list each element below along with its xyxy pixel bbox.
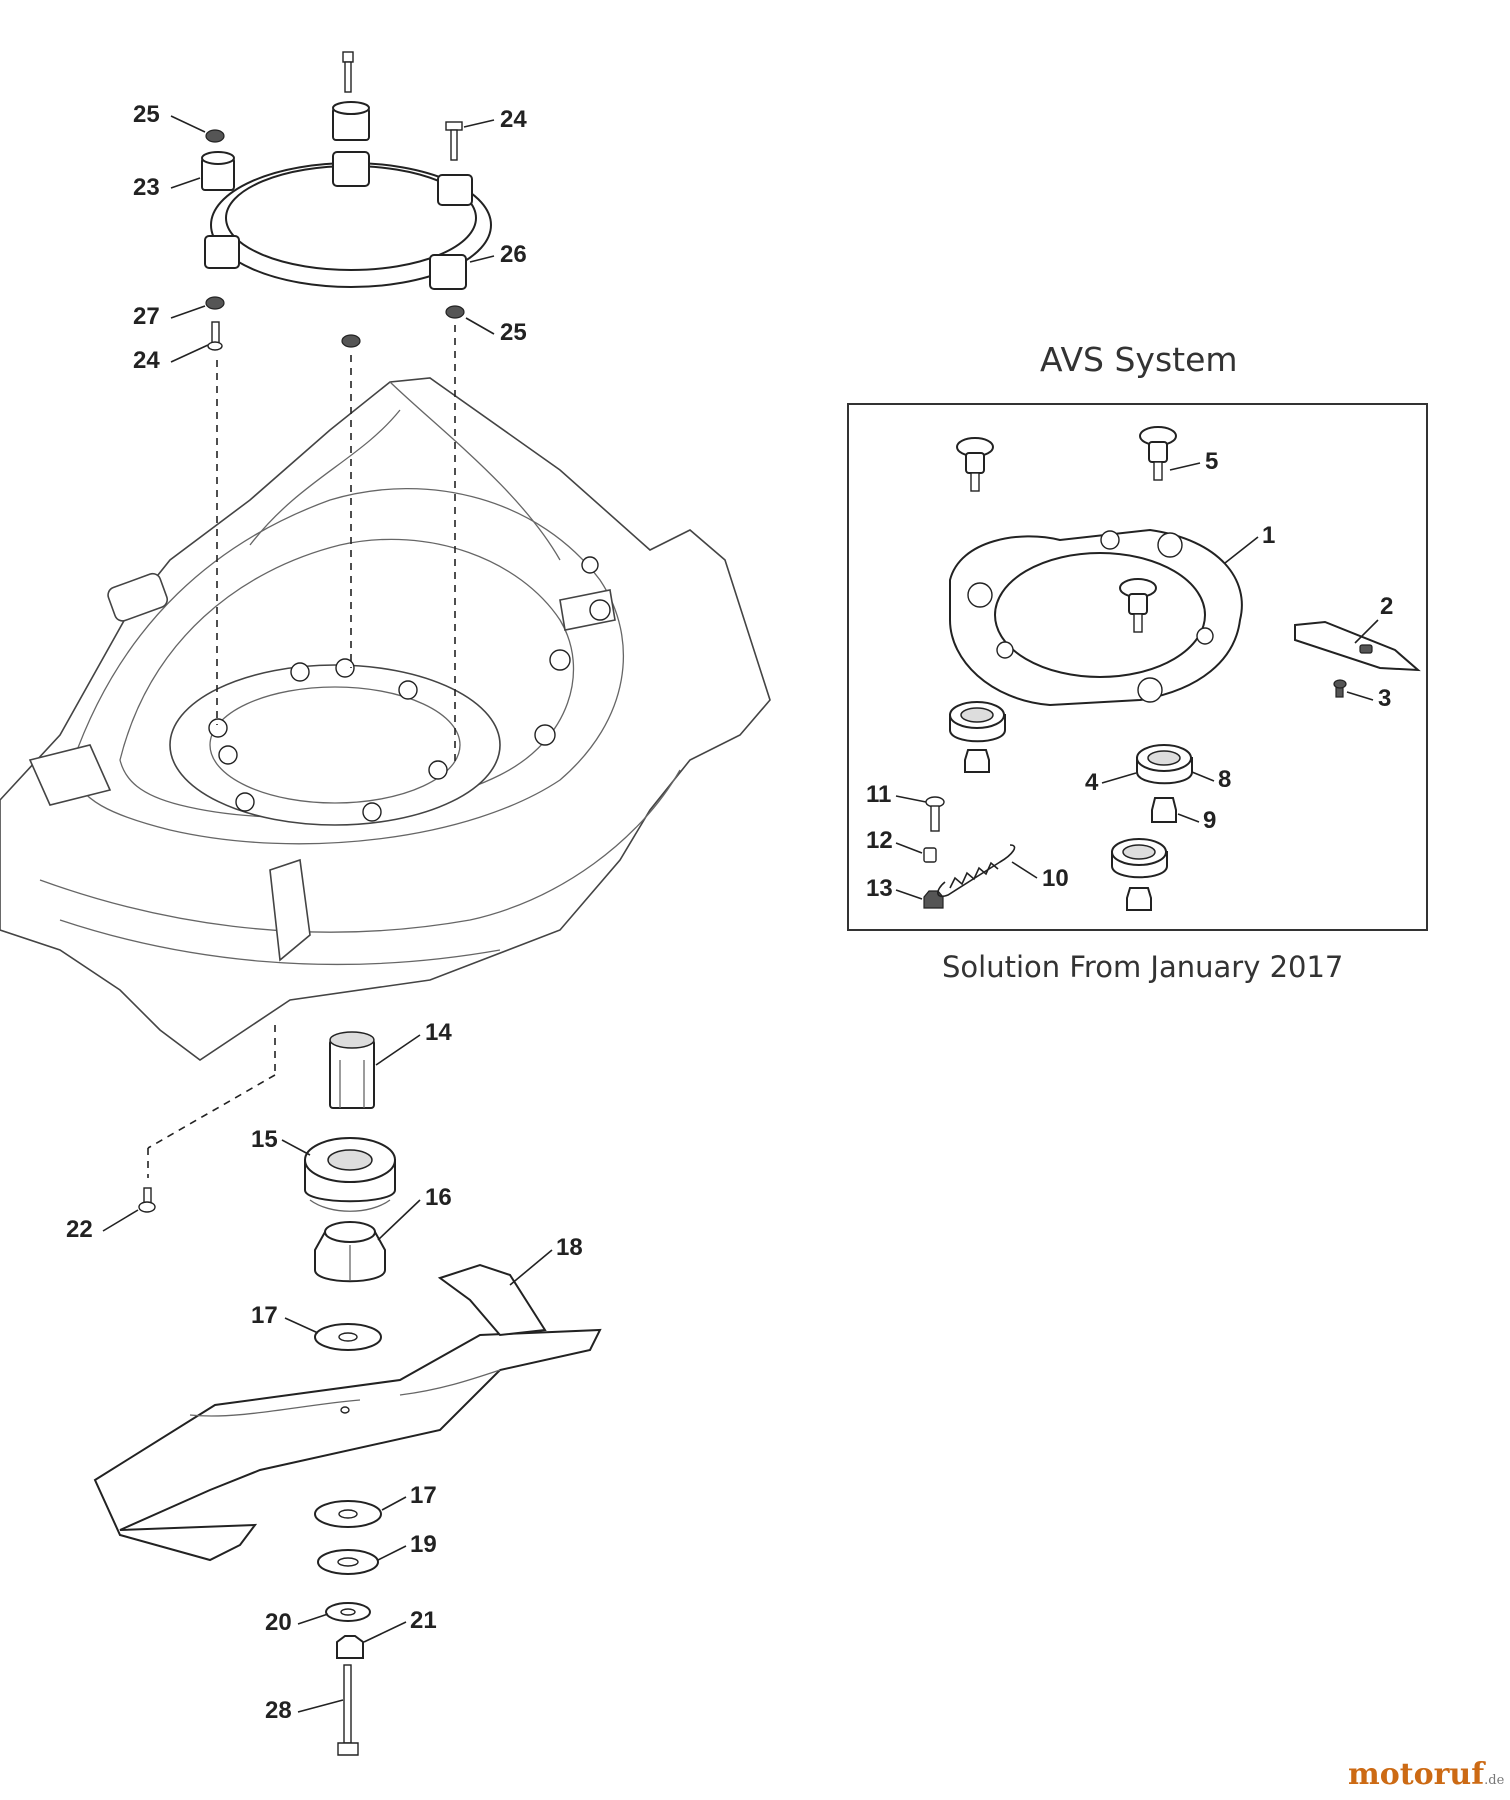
callout-10: 10 bbox=[1042, 865, 1069, 892]
callout-13: 13 bbox=[866, 875, 893, 902]
part-19-washer bbox=[317, 1549, 379, 1575]
callout-25-top: 25 bbox=[133, 101, 160, 128]
avs-parts bbox=[923, 426, 1421, 911]
part-17-washer-top bbox=[314, 1323, 382, 1351]
callout-28: 28 bbox=[265, 1697, 292, 1724]
part-25-nut-top bbox=[205, 129, 225, 143]
callout-26: 26 bbox=[500, 241, 527, 268]
avs-inset-title: AVS System bbox=[1040, 340, 1238, 379]
callout-17-bottom: 17 bbox=[410, 1482, 437, 1509]
part-20-washer bbox=[325, 1602, 371, 1622]
callout-23: 23 bbox=[133, 174, 160, 201]
avs-plunger-center bbox=[1119, 578, 1157, 633]
callout-11: 11 bbox=[866, 781, 891, 808]
part-28-bolt bbox=[337, 1664, 359, 1756]
avs-inset-frame bbox=[847, 403, 1428, 931]
part-21-nut bbox=[336, 1635, 364, 1659]
part-23-spacer bbox=[201, 151, 235, 191]
avs-screw-part-3 bbox=[1333, 679, 1347, 698]
avs-screw-part-11 bbox=[925, 796, 945, 832]
callout-24-left: 24 bbox=[133, 347, 160, 374]
part-17-washer-bottom bbox=[314, 1500, 382, 1528]
callout-21: 21 bbox=[410, 1607, 437, 1634]
callout-12: 12 bbox=[866, 827, 893, 854]
callout-3: 3 bbox=[1378, 685, 1391, 712]
avs-bushing-bottom bbox=[1111, 838, 1168, 911]
callout-5: 5 bbox=[1205, 448, 1218, 475]
part-18-blade bbox=[93, 1263, 602, 1562]
part-24-bolt-right bbox=[445, 121, 463, 161]
part-14-adapter bbox=[329, 1031, 375, 1109]
assembly-lines bbox=[147, 325, 456, 1178]
avs-plunger-right bbox=[1139, 426, 1177, 481]
avs-spring-part-10 bbox=[937, 844, 1016, 898]
center-nut bbox=[341, 334, 361, 348]
callout-15: 15 bbox=[251, 1126, 278, 1153]
callout-16: 16 bbox=[425, 1184, 452, 1211]
watermark-tld: .de bbox=[1484, 1773, 1505, 1788]
avs-sleeve-part-12 bbox=[923, 847, 937, 863]
part-26-ring bbox=[204, 151, 492, 290]
deck-mount-holes bbox=[208, 658, 448, 822]
callout-4: 4 bbox=[1085, 769, 1099, 796]
part-25-nut-right bbox=[445, 305, 465, 319]
avs-plunger-left bbox=[956, 437, 994, 492]
avs-bushing-left bbox=[949, 701, 1006, 773]
mower-deck bbox=[0, 377, 771, 1061]
callout-25-right: 25 bbox=[500, 319, 527, 346]
part-16-blade-adapter bbox=[314, 1221, 386, 1283]
callout-20: 20 bbox=[265, 1609, 292, 1636]
top-bolt bbox=[342, 51, 354, 93]
callout-1: 1 bbox=[1262, 522, 1275, 549]
part-15-blade-hub bbox=[304, 1137, 396, 1212]
avs-bracket-part-2 bbox=[1294, 620, 1421, 672]
avs-inset-caption: Solution From January 2017 bbox=[942, 950, 1344, 984]
callout-19: 19 bbox=[410, 1531, 437, 1558]
callouts-avs: 5 1 2 3 4 8 9 11 12 13 10 bbox=[866, 448, 1393, 902]
callout-2: 2 bbox=[1380, 593, 1393, 620]
callouts-main: 25 24 23 26 27 25 24 14 15 16 22 18 17 1… bbox=[66, 101, 583, 1724]
watermark-logo: motoruf.de bbox=[1348, 1757, 1504, 1792]
avs-bushing-part-8 bbox=[1136, 744, 1193, 785]
callout-24-top: 24 bbox=[500, 106, 527, 133]
part-22-bolt bbox=[138, 1187, 156, 1213]
part-24-bolt-left bbox=[207, 321, 223, 351]
avs-cap-part-9 bbox=[1151, 797, 1177, 823]
callout-27: 27 bbox=[133, 303, 160, 330]
callout-17-top: 17 bbox=[251, 1302, 278, 1329]
callout-8: 8 bbox=[1218, 766, 1231, 793]
callout-14: 14 bbox=[425, 1019, 452, 1046]
top-spacer bbox=[332, 101, 370, 141]
callout-9: 9 bbox=[1203, 807, 1216, 834]
watermark-name: motoruf bbox=[1348, 1757, 1485, 1792]
callout-22: 22 bbox=[66, 1216, 93, 1243]
callout-18: 18 bbox=[556, 1234, 583, 1261]
part-27-washer bbox=[205, 296, 225, 310]
